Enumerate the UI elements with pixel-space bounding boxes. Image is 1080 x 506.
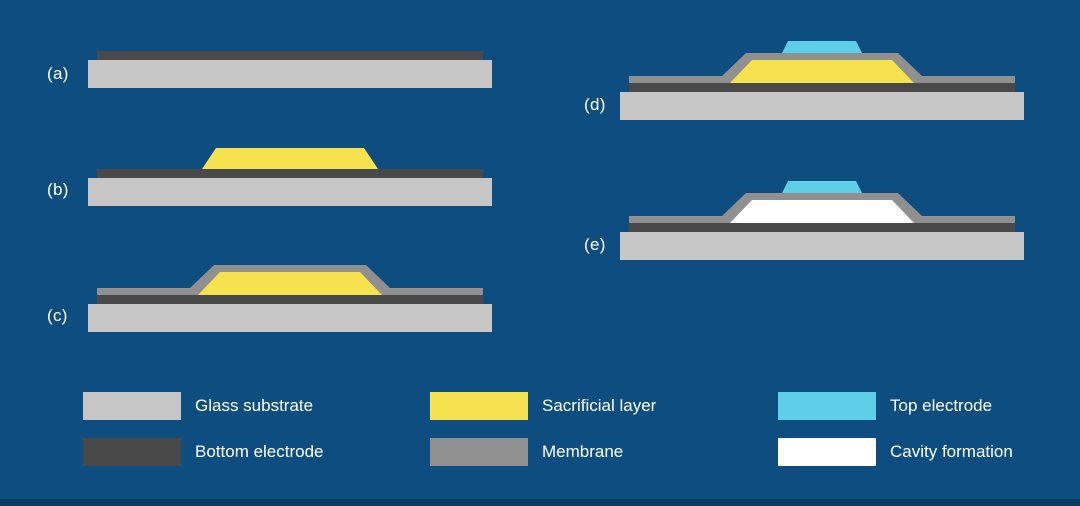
top-electrode-layer: [782, 181, 862, 193]
step-c-label: (c): [47, 306, 68, 325]
glass-substrate-layer: [88, 304, 492, 332]
cavity-layer: [730, 200, 914, 223]
legend-label-glass-substrate: Glass substrate: [195, 396, 314, 415]
legend-label-membrane: Membrane: [542, 442, 624, 461]
glass-substrate-layer: [88, 60, 492, 88]
step-d-label: (d): [584, 95, 606, 114]
top-electrode-layer: [782, 41, 862, 53]
step-e-diagram: [620, 181, 1024, 260]
legend-label-top-electrode: Top electrode: [890, 396, 993, 415]
glass-substrate-layer: [620, 232, 1024, 260]
legend-item-top-electrode: Top electrode: [778, 392, 992, 420]
legend-label-bottom-electrode: Bottom electrode: [195, 442, 324, 461]
bottom-electrode-layer: [629, 223, 1015, 232]
glass-substrate-layer: [88, 178, 492, 206]
bottom-electrode-layer: [97, 295, 483, 304]
step-e-label: (e): [584, 235, 606, 254]
bottom-electrode-layer: [97, 169, 483, 178]
sacrificial-layer: [202, 148, 378, 169]
legend-label-sacrificial-layer: Sacrificial layer: [542, 396, 657, 415]
legend-item-membrane: Membrane: [430, 438, 623, 466]
sacrificial-layer-swatch: [430, 392, 528, 420]
membrane-swatch: [430, 438, 528, 466]
step-a-diagram: [88, 51, 492, 88]
legend-item-cavity-formation: Cavity formation: [778, 438, 1013, 466]
bottom-electrode-layer: [629, 83, 1015, 92]
step-a-label: (a): [47, 64, 69, 83]
bottom-electrode-swatch: [83, 438, 181, 466]
glass-substrate-layer: [620, 92, 1024, 120]
top-electrode-swatch: [778, 392, 876, 420]
step-d-diagram: [620, 41, 1024, 120]
step-c-diagram: [88, 265, 492, 332]
bottom-electrode-layer: [97, 51, 483, 60]
glass-substrate-swatch: [83, 392, 181, 420]
step-b-diagram: [88, 148, 492, 206]
step-b-label: (b): [47, 180, 69, 199]
sacrificial-layer: [730, 60, 914, 83]
legend-item-sacrificial-layer: Sacrificial layer: [430, 392, 656, 420]
sacrificial-layer: [198, 272, 382, 295]
cavity-formation-swatch: [778, 438, 876, 466]
legend-item-bottom-electrode: Bottom electrode: [83, 438, 324, 466]
legend-label-cavity-formation: Cavity formation: [890, 442, 1013, 461]
legend-item-glass-substrate: Glass substrate: [83, 392, 313, 420]
bottom-accent-bar: [0, 499, 1080, 506]
